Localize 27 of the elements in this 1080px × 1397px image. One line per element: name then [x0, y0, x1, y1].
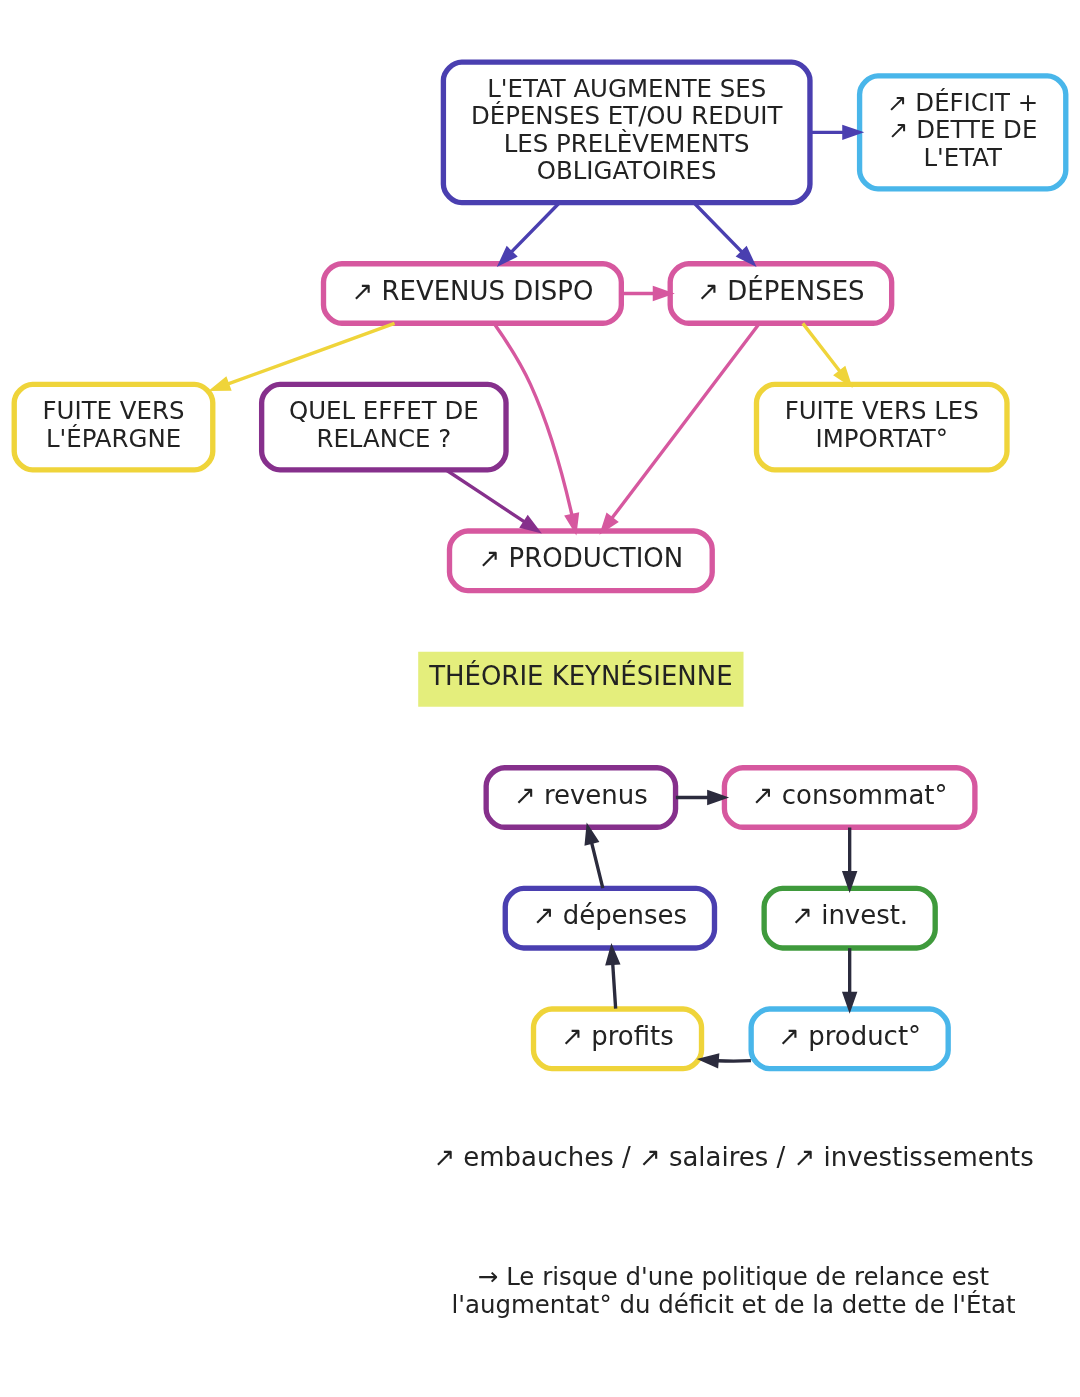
node-box: ↗ PRODUCTION: [446, 527, 715, 593]
node-box: L'ETAT AUGMENTE SES DÉPENSES ET/OU REDUIT LES PRELÈVEMENTS OBLIGATOIRES: [440, 58, 813, 205]
node-box: ↗ revenus: [483, 764, 679, 830]
node-box: QUEL EFFET DE RELANCE ?: [258, 381, 509, 473]
node-box: FUITE VERS L'ÉPARGNE: [11, 381, 216, 473]
arrow: [605, 942, 621, 1009]
arrow: [621, 285, 675, 301]
label: ↗ embauches / ↗ salaires / ↗ investissements: [433, 1141, 1034, 1172]
arrow: [584, 822, 605, 888]
node-box: ↗ dépenses: [502, 885, 718, 951]
node-box: ↗ invest.: [761, 885, 938, 951]
node-box: FUITE VERS LES IMPORTAT°: [753, 381, 1010, 473]
arrow: [801, 321, 853, 388]
node-box: ↗ DÉPENSES: [667, 260, 895, 326]
node-box: ↗ product°: [748, 1005, 951, 1071]
node-box: ↗ REVENUS DISPO: [320, 260, 624, 326]
arrow: [675, 789, 730, 805]
arrow: [810, 124, 865, 140]
arrow: [841, 827, 858, 893]
node-box: ↗ profits: [530, 1005, 705, 1071]
label: → Le risque d'une politique de relance est l'augmentat° du déficit et de la dette de l'État: [451, 1261, 1016, 1319]
node-box: ↗ DÉFICIT + ↗ DETTE DE L'ETAT: [856, 72, 1069, 192]
node-box: ↗ consommat°: [721, 764, 978, 830]
label: THÉORIE KEYNÉSIENNE: [429, 660, 733, 691]
arrow: [841, 947, 858, 1014]
arrow: [696, 1052, 751, 1069]
arrow: [208, 321, 396, 391]
